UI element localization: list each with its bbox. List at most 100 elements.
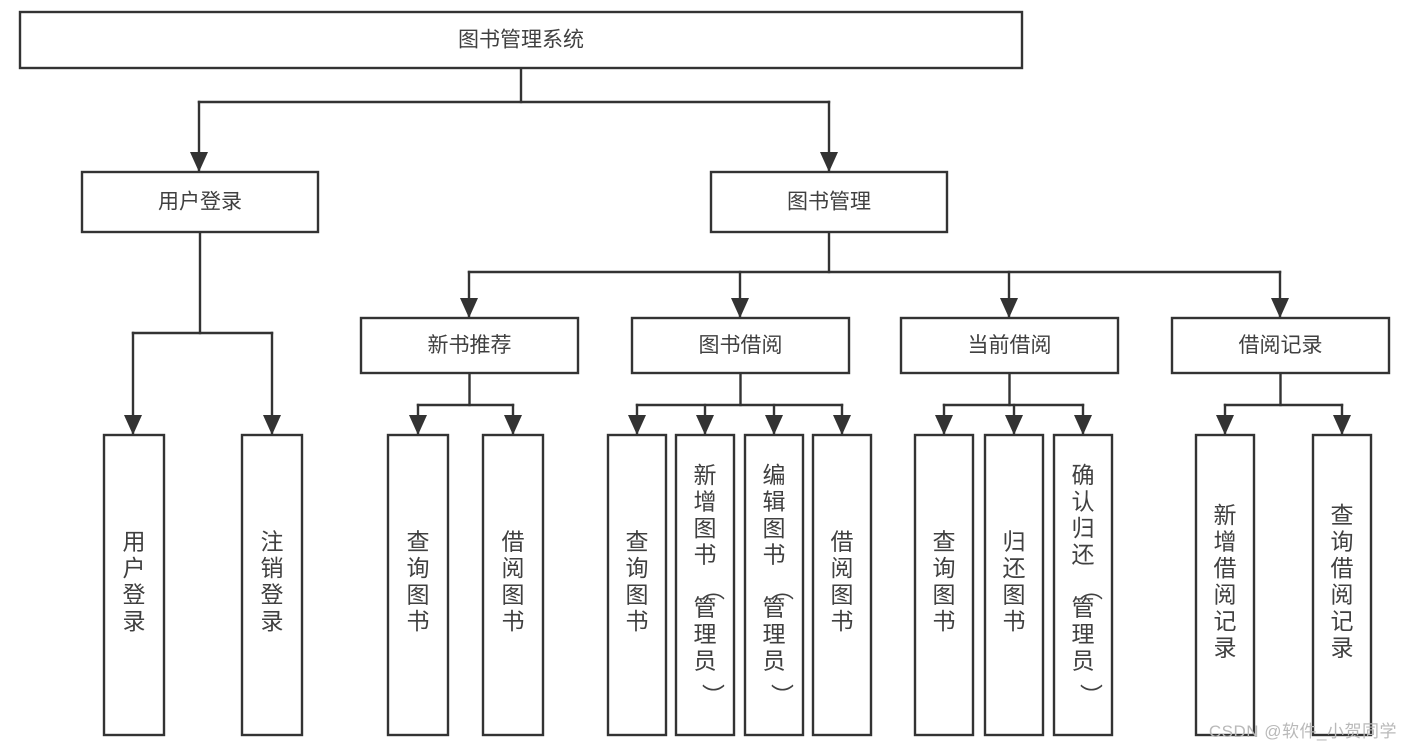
node-label-char: 理 — [1072, 621, 1095, 647]
arrow-head-icon — [696, 415, 714, 435]
node-label-char: 查 — [626, 528, 649, 554]
node-label-char: ） — [1078, 684, 1104, 707]
node-label-char: 书 — [1003, 608, 1026, 634]
node-label-char: 录 — [261, 608, 284, 634]
node-login[interactable]: 用户登录 — [80, 170, 320, 234]
arrow-head-icon — [460, 298, 478, 318]
node-box — [18, 10, 1024, 70]
node-label-char: 借 — [831, 528, 854, 554]
node-leaf-user-login[interactable]: 用户登录 — [102, 433, 166, 737]
node-label-char: 书 — [763, 542, 786, 568]
node-current[interactable]: 当前借阅 — [899, 316, 1120, 375]
arrow-head-icon — [628, 415, 646, 435]
node-label-char: 记 — [1214, 608, 1237, 634]
node-borrow[interactable]: 图书借阅 — [630, 316, 851, 375]
node-label-char: 登 — [261, 581, 284, 607]
node-label-char: 用 — [123, 528, 146, 554]
node-label-char: 书 — [694, 542, 717, 568]
node-box — [913, 433, 975, 737]
node-label: 用户登录 — [158, 191, 242, 214]
node-box — [811, 433, 873, 737]
node-label-char: 书 — [626, 608, 649, 634]
node-label-char: 图 — [831, 581, 854, 607]
node-box — [606, 433, 668, 737]
node-label-char: 员 — [1072, 648, 1095, 674]
node-box — [743, 433, 805, 737]
node-label-char: 询 — [626, 555, 649, 581]
node-label-char: 阅 — [1214, 581, 1237, 607]
node-label-char: 还 — [1003, 555, 1026, 581]
node-label-char: 借 — [502, 528, 525, 554]
arrow-head-icon — [1216, 415, 1234, 435]
arrow-head-icon — [263, 415, 281, 435]
node-label: 图书管理系统 — [458, 29, 584, 52]
node-label-char: 借 — [1331, 555, 1354, 581]
node-label-char: 辑 — [763, 489, 786, 515]
node-box — [630, 316, 851, 375]
node-label-char: （ — [1078, 578, 1104, 601]
node-label: 当前借阅 — [968, 334, 1052, 357]
node-root[interactable]: 图书管理系统 — [18, 10, 1024, 70]
node-label-char: 记 — [1331, 608, 1354, 634]
node-label-char: 图 — [694, 515, 717, 541]
node-label-char: 书 — [933, 608, 956, 634]
node-box — [674, 433, 736, 737]
arrow-head-icon — [190, 152, 208, 172]
node-newbook[interactable]: 新书推荐 — [359, 316, 580, 375]
arrow-head-icon — [731, 298, 749, 318]
node-record[interactable]: 借阅记录 — [1170, 316, 1391, 375]
connector-layer — [124, 66, 1351, 435]
node-label-char: 归 — [1072, 515, 1095, 541]
node-label-char: （ — [769, 578, 795, 601]
arrow-head-icon — [124, 415, 142, 435]
node-label-char: 图 — [763, 515, 786, 541]
node-label-char: ） — [769, 684, 795, 707]
node-label-char: 员 — [763, 648, 786, 674]
node-bookmgmt[interactable]: 图书管理 — [709, 170, 949, 234]
node-label-char: 查 — [407, 528, 430, 554]
node-label-char: 图 — [933, 581, 956, 607]
node-label-char: 书 — [831, 608, 854, 634]
arrow-head-icon — [1000, 298, 1018, 318]
node-box — [240, 433, 304, 737]
node-label-char: 归 — [1003, 528, 1026, 554]
node-label: 借阅记录 — [1239, 334, 1323, 357]
arrow-head-icon — [1333, 415, 1351, 435]
arrow-head-icon — [765, 415, 783, 435]
node-label-char: 图 — [407, 581, 430, 607]
node-label: 图书管理 — [787, 191, 871, 214]
node-box — [102, 433, 166, 737]
node-label: 图书借阅 — [699, 334, 783, 357]
node-label-char: 查 — [1331, 502, 1354, 528]
node-label-char: 登 — [123, 581, 146, 607]
node-label-char: 录 — [1331, 634, 1354, 660]
node-label-char: （ — [700, 578, 726, 601]
node-box — [1052, 433, 1114, 737]
node-label-char: ） — [700, 684, 726, 707]
node-box — [709, 170, 949, 234]
node-label-char: 销 — [261, 555, 284, 581]
node-label-char: 询 — [407, 555, 430, 581]
node-label-char: 图 — [626, 581, 649, 607]
node-label-char: 书 — [502, 608, 525, 634]
node-box — [80, 170, 320, 234]
node-box — [899, 316, 1120, 375]
node-box — [386, 433, 450, 737]
node-label-char: 确 — [1072, 462, 1095, 488]
arrow-head-icon — [935, 415, 953, 435]
arrow-head-icon — [1005, 415, 1023, 435]
arrow-head-icon — [833, 415, 851, 435]
